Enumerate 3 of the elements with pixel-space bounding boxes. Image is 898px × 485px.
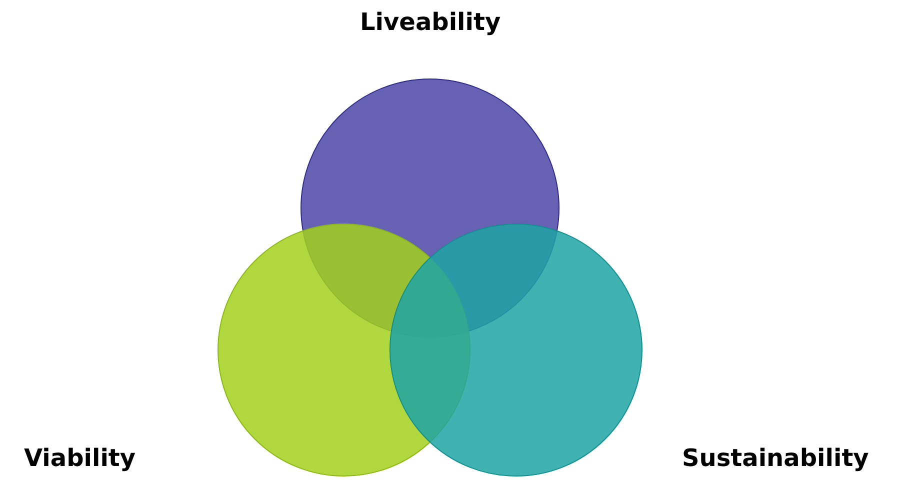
set-label: Viability (24, 444, 136, 472)
set-label: Sustainability (682, 444, 869, 472)
set-label: Liveability (360, 8, 501, 36)
